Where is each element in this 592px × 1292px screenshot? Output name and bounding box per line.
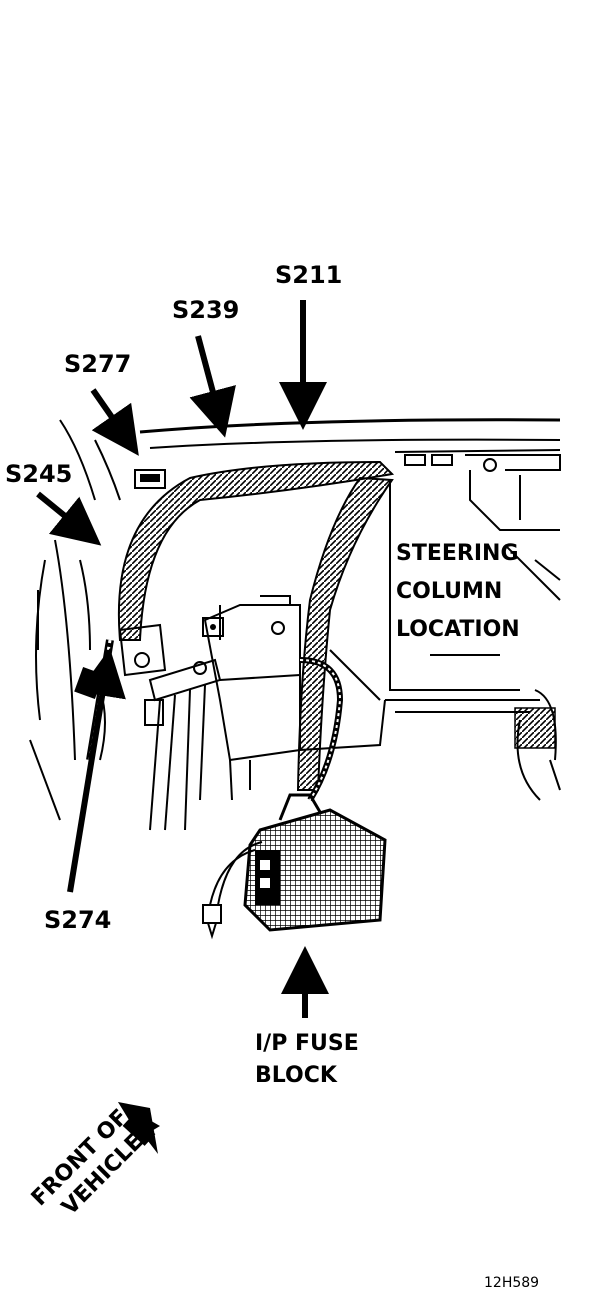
label-column: COLUMN	[396, 579, 502, 604]
label-ip-fuse: I/P FUSE	[255, 1031, 359, 1056]
label-s274: S274	[44, 906, 111, 934]
label-s211: S211	[275, 261, 342, 289]
label-block: BLOCK	[255, 1063, 338, 1088]
front-of-vehicle-arrow	[118, 1102, 160, 1154]
label-s277: S277	[64, 350, 131, 378]
callout-arrows	[36, 300, 329, 1018]
arrow-s277	[90, 388, 139, 456]
arrow-s274	[67, 648, 126, 893]
arrow-s239	[189, 335, 236, 438]
arrow-s245	[36, 491, 102, 546]
label-s239: S239	[172, 296, 239, 324]
figure-code: 12H589	[484, 1275, 539, 1291]
label-s245: S245	[5, 460, 72, 488]
ip-fuse-block	[202, 793, 387, 940]
wiring-harness	[74, 460, 395, 802]
label-location: LOCATION	[396, 617, 520, 642]
label-steering: STEERING	[396, 541, 519, 566]
